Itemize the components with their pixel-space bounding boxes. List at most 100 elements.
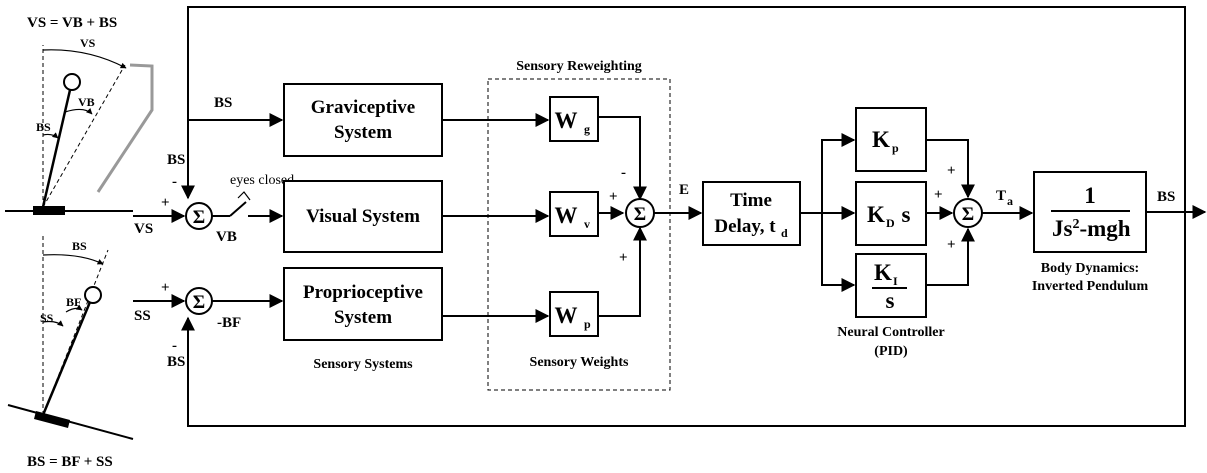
ki-gain-block: K I s xyxy=(855,253,927,318)
bs-feedback-top-label: BS xyxy=(167,152,185,168)
block-line-2: System xyxy=(334,122,392,143)
ss-arc xyxy=(42,320,64,327)
kd-plus-sign: + xyxy=(934,187,943,203)
bs-minus-sign-top: - xyxy=(172,174,177,190)
wp-weight-block: W p xyxy=(549,291,599,337)
wv-weight-block: W v xyxy=(549,191,599,237)
block-line-1: Graviceptive xyxy=(311,97,415,118)
visual-scene xyxy=(96,63,154,193)
visual-sum-junction: Σ xyxy=(185,202,213,230)
head-circle xyxy=(63,73,81,91)
gain-numerator: K xyxy=(874,260,892,285)
head-circle xyxy=(84,286,102,304)
sensory-weights-caption: Sensory Weights xyxy=(530,355,629,370)
sum-symbol: Σ xyxy=(962,204,974,225)
gain-subscript: p xyxy=(892,141,899,155)
proprio-sum-junction: Σ xyxy=(185,287,213,315)
feedback-loop: BS xyxy=(181,6,1186,427)
time-delay-subscript: d xyxy=(781,226,788,240)
eyes-closed-switch: eyes closed xyxy=(212,173,294,223)
wg-weight-block: W g xyxy=(549,96,599,142)
sum-symbol: Σ xyxy=(634,204,646,225)
equation-top: VS = VB + BS xyxy=(27,15,117,31)
weight-symbol: W xyxy=(555,203,578,228)
proprioceptive-system-block: Proprioceptive System xyxy=(283,267,443,341)
body-dynamics-block: 1 Js2-mgh xyxy=(1033,171,1147,253)
gain-subscript: I xyxy=(893,274,898,288)
plant-numerator: 1 xyxy=(1084,183,1096,208)
kp-to-sum-path xyxy=(926,139,975,199)
bs-arc xyxy=(42,132,59,139)
eyes-closed-label: eyes closed xyxy=(230,173,294,188)
torque-subscript: a xyxy=(1007,194,1013,208)
block-line-2: System xyxy=(334,307,392,328)
tilted-ground-line xyxy=(7,404,134,440)
block-line-1: Proprioceptive xyxy=(303,282,423,303)
bs-arc xyxy=(42,254,104,265)
bottom-stance-figure: BS SS BF BS = BF + SS xyxy=(7,235,134,470)
weights-sum-junction: Σ xyxy=(625,198,655,228)
bf-angle-label: BF xyxy=(66,295,81,309)
delay-to-ki-arrow xyxy=(821,213,856,292)
block-label: Visual System xyxy=(306,206,420,227)
vb-junction-label: VB xyxy=(216,229,237,245)
kd-gain-block: K D s xyxy=(855,181,927,246)
body-segment xyxy=(41,301,92,416)
tilted-foot-block xyxy=(34,411,70,428)
body-segment xyxy=(41,89,72,208)
time-delay-line-2: Delay, t xyxy=(714,216,776,237)
switch-eye-icon xyxy=(237,191,251,201)
gain-subscript: D xyxy=(886,216,895,230)
ss-angle-label: SS xyxy=(40,311,54,325)
equation-bottom: BS = BF + SS xyxy=(27,454,113,470)
wp-plus-sign: + xyxy=(619,250,628,266)
wp-to-sum-path xyxy=(598,226,647,317)
ss-plus-sign: + xyxy=(161,280,170,296)
bs-feedback-bottom-label: BS xyxy=(167,354,185,370)
ki-plus-sign: + xyxy=(947,237,956,253)
gain-symbol: K xyxy=(867,202,885,227)
ss-input-label: SS xyxy=(134,308,151,324)
vs-plus-sign: + xyxy=(161,195,170,211)
weight-subscript: g xyxy=(584,122,590,136)
top-stance-figure: VS = VB + BS VS BS VB xyxy=(5,15,154,215)
sensory-reweighting-caption: Sensory Reweighting xyxy=(516,59,642,74)
pid-sum-junction: Σ xyxy=(953,198,983,228)
vb-angle-label: VB xyxy=(78,95,95,109)
pid-caption: (PID) xyxy=(874,344,908,359)
kp-gain-block: K p xyxy=(855,107,927,172)
foot-block xyxy=(33,206,65,215)
wv-plus-sign: + xyxy=(609,189,618,205)
bottom-feedback-path xyxy=(181,198,1186,427)
gain-laplace: s xyxy=(902,202,911,227)
wg-to-sum-path xyxy=(598,116,647,201)
ki-to-sum-path xyxy=(926,227,975,286)
time-delay-line-1: Time xyxy=(730,190,772,211)
bf-arc xyxy=(65,304,83,313)
bs-angle-label: BS xyxy=(36,120,51,134)
plant-denominator: Js2-mgh xyxy=(1052,216,1131,241)
vs-angle-label: VS xyxy=(80,36,96,50)
weight-symbol: W xyxy=(555,108,578,133)
gain-symbol: K xyxy=(872,127,890,152)
wg-minus-sign: - xyxy=(621,165,626,181)
delay-to-kp-arrow xyxy=(821,133,856,213)
gain-denominator: s xyxy=(886,288,895,313)
time-delay-block: Time Delay, t d xyxy=(702,181,801,246)
torque-label: T xyxy=(996,188,1006,204)
vs-arc xyxy=(42,49,127,69)
top-feedback-path xyxy=(181,6,1186,200)
graviceptive-system-block: Graviceptive System xyxy=(283,83,443,157)
sum-symbol: Σ xyxy=(193,207,205,228)
vb-arc xyxy=(64,108,93,115)
kp-plus-sign: + xyxy=(947,163,956,179)
sensory-reweighting-region xyxy=(487,78,671,391)
weight-symbol: W xyxy=(555,303,578,328)
inverted-pendulum-caption: Inverted Pendulum xyxy=(1032,279,1149,294)
neg-bf-label: -BF xyxy=(217,315,241,331)
visual-system-block: Visual System xyxy=(283,180,443,253)
error-label: E xyxy=(679,182,689,198)
visual-surround-line xyxy=(42,64,126,208)
weight-subscript: v xyxy=(584,217,590,231)
sum-symbol: Σ xyxy=(193,292,205,313)
